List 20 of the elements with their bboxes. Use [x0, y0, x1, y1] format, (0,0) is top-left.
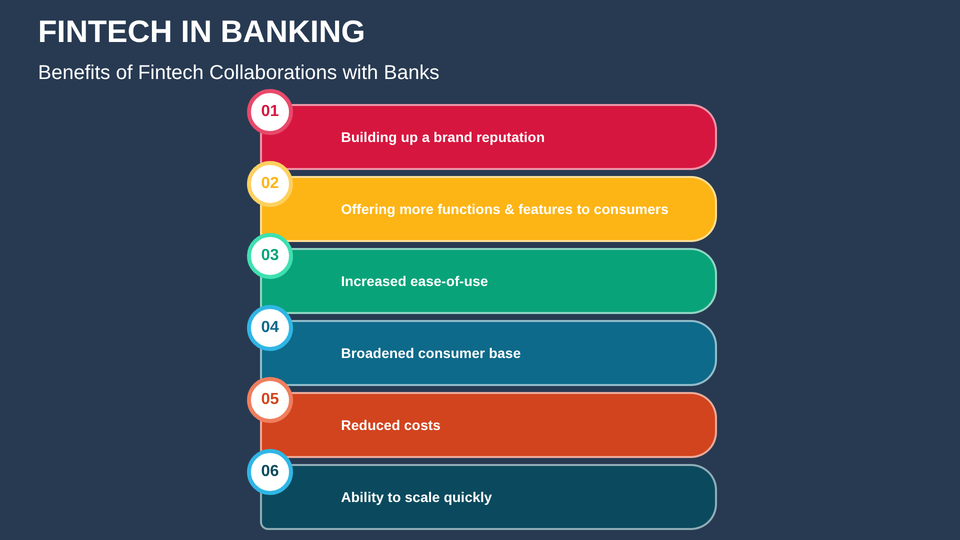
- title: FINTECH IN BANKING: [38, 14, 366, 50]
- number-badge: 01: [247, 89, 293, 135]
- number-badge: 04: [247, 305, 293, 351]
- list-bar: [260, 392, 717, 458]
- number-badge: 05: [247, 377, 293, 423]
- item-text: Broadened consumer base: [341, 345, 521, 361]
- item-text: Building up a brand reputation: [341, 129, 545, 145]
- item-text: Ability to scale quickly: [341, 489, 492, 505]
- list-bar: [260, 104, 717, 170]
- item-text: Increased ease-of-use: [341, 273, 488, 289]
- list-bar: [260, 320, 717, 386]
- number-badge: 03: [247, 233, 293, 279]
- number-badge: 06: [247, 449, 293, 495]
- subtitle: Benefits of Fintech Collaborations with Banks: [38, 62, 440, 85]
- number-badge: 02: [247, 161, 293, 207]
- list-bar: [260, 176, 717, 242]
- list-bar: [260, 464, 717, 530]
- list-bar: [260, 248, 717, 314]
- item-text: Offering more functions & features to consumers: [341, 201, 668, 217]
- item-text: Reduced costs: [341, 417, 441, 433]
